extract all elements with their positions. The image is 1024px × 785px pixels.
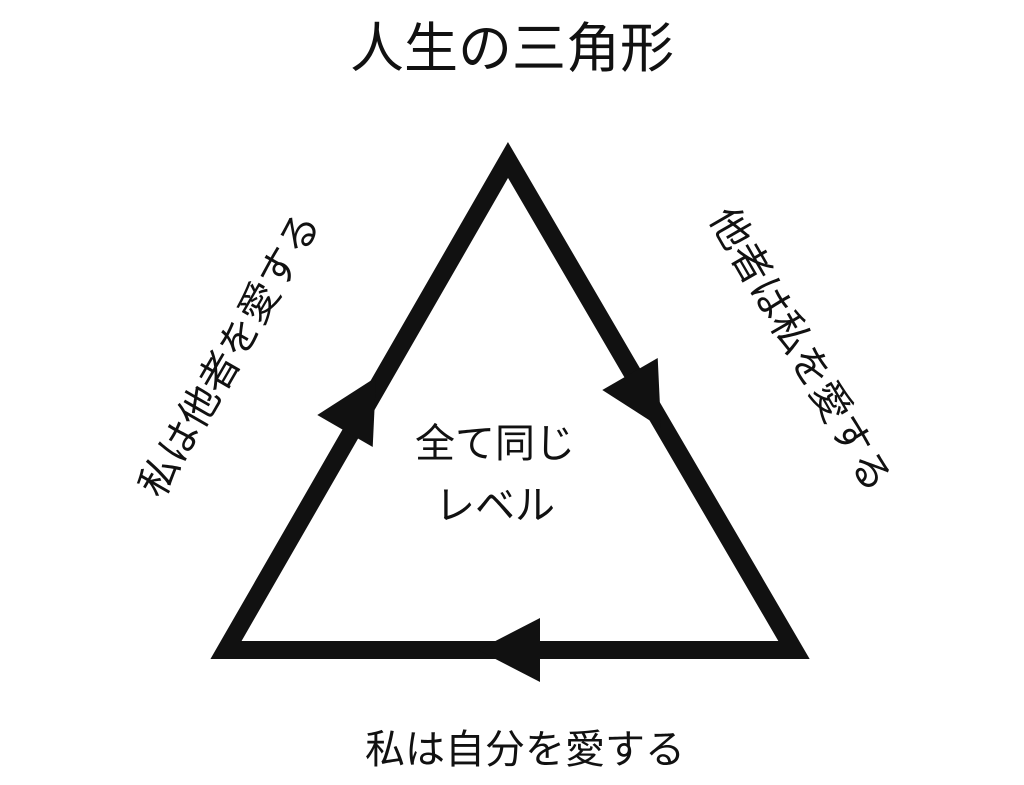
arrow-right-side-down bbox=[602, 358, 661, 428]
bottom-side-label: 私は自分を愛する bbox=[365, 727, 685, 773]
arrow-bottom-left bbox=[478, 618, 540, 682]
diagram-title: 人生の三角形 bbox=[350, 17, 674, 80]
center-label: 全て同じ レベル bbox=[415, 413, 575, 537]
center-line-1: 全て同じ bbox=[415, 421, 575, 467]
arrow-left-side-up bbox=[317, 377, 376, 447]
center-line-2: レベル bbox=[435, 483, 555, 529]
